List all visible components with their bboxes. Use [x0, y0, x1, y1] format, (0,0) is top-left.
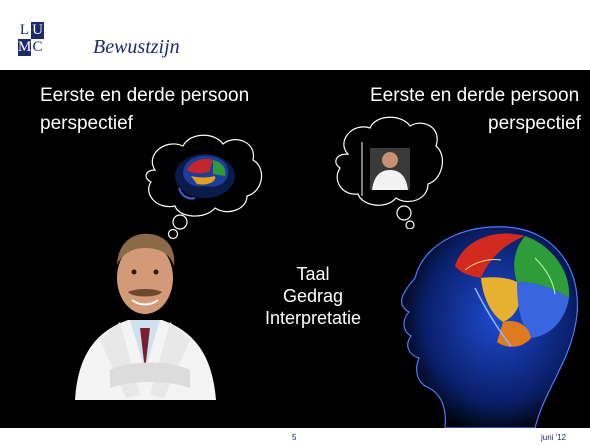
right-caption-line2: perspectief	[488, 113, 581, 134]
left-caption-line1: Eerste en derde persoon	[40, 85, 250, 106]
logo-letter-l: L	[19, 22, 30, 38]
center-item-interpretatie: Interpretatie	[264, 308, 362, 328]
slide-content: Eerste en derde persoon perspectief Eers…	[0, 70, 590, 428]
logo-letter-u: U	[31, 22, 44, 39]
slide-footer: 5 juni '12	[0, 428, 590, 446]
left-thought-bubble	[145, 134, 263, 240]
slide-header: L U M C Bewustzijn	[0, 0, 590, 70]
right-thought-bubble	[335, 116, 444, 229]
brain-head-image	[400, 226, 578, 428]
logo-letter-m: M	[18, 39, 32, 56]
footer-date: juni '12	[541, 433, 567, 442]
right-caption-line1: Eerste en derde persoon	[370, 85, 580, 106]
lumc-logo: L U M C	[18, 22, 44, 62]
page-number: 5	[292, 433, 297, 442]
center-item-gedrag: Gedrag	[282, 286, 344, 306]
slide-title: Bewustzijn	[93, 36, 180, 58]
center-list: Taal Gedrag Interpretatie	[248, 263, 378, 329]
center-item-taal: Taal	[296, 264, 330, 284]
left-caption-line2: perspectief	[40, 113, 133, 134]
logo-letter-c: C	[32, 39, 43, 55]
doctor-image	[75, 233, 216, 400]
